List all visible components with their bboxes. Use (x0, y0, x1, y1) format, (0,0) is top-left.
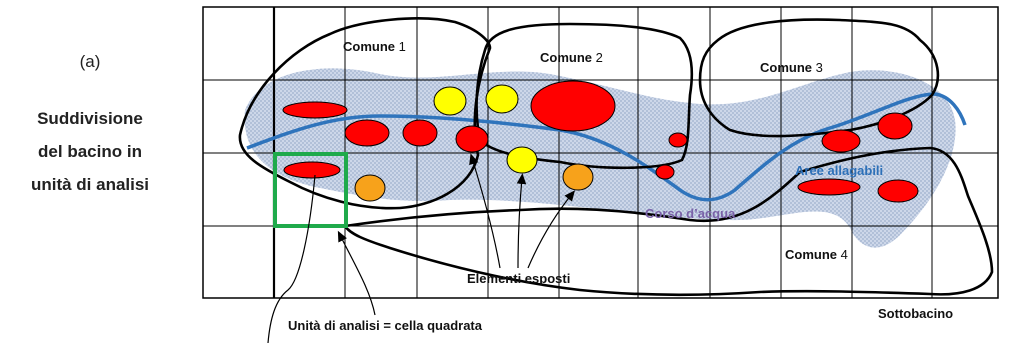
panel-title: Suddivisione del bacino in unità di anal… (30, 109, 150, 194)
exposed-elements (282, 80, 919, 203)
subbasin-label: Sottobacino (878, 306, 953, 321)
element-red (455, 125, 489, 153)
comune-4-label: Comune 4 (785, 247, 848, 262)
municipal-boundaries (238, 17, 994, 297)
element-red (282, 101, 348, 119)
element-red (402, 119, 438, 147)
unit-label: Unità di analisi = cella quadrata (288, 318, 483, 333)
arrow-exposed-1 (469, 153, 501, 269)
analysis-unit-cell (273, 152, 348, 228)
element-red (530, 80, 616, 132)
element-red (877, 179, 919, 203)
arrow-exposed-2 (516, 173, 527, 269)
annotation-arrows (267, 153, 576, 343)
element-orange (354, 174, 386, 202)
element-red (344, 119, 390, 147)
comune-3-label: Comune 3 (760, 60, 823, 75)
flood-areas-label: Aree allagabili (795, 163, 883, 178)
panel-label: (a) (79, 52, 101, 71)
element-yellow (485, 84, 519, 114)
arrow-unit-element (267, 174, 316, 343)
element-red (655, 164, 675, 180)
river-label: Corso d’acqua (645, 206, 736, 221)
element-red (283, 161, 341, 179)
comune-1-label: Comune 1 (343, 39, 406, 54)
arrow-unit (337, 230, 376, 316)
element-red (821, 129, 861, 153)
side-caption: (a) Suddivisione del bacino in unità di … (0, 0, 200, 343)
element-yellow (433, 86, 467, 116)
element-orange (562, 163, 594, 191)
element-red (668, 132, 688, 148)
comune-2-label: Comune 2 (540, 50, 603, 65)
element-red (877, 112, 913, 140)
arrow-exposed-3 (527, 190, 576, 269)
element-yellow (506, 146, 538, 174)
exposed-elements-label: Elementi esposti (467, 271, 570, 286)
comune-4-boundary (342, 146, 994, 297)
comune-3-boundary (698, 18, 940, 138)
river-line (246, 92, 967, 202)
element-red (797, 178, 861, 196)
flood-area (244, 68, 956, 248)
